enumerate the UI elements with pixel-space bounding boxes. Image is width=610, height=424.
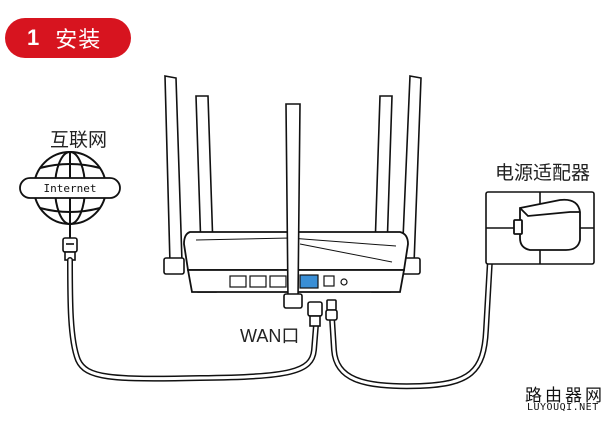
power-plug-connector: [325, 299, 338, 321]
section-badge: 1 安装: [5, 18, 131, 58]
router-ports: [229, 274, 348, 289]
globe-text: Internet: [44, 182, 97, 195]
lan-port-1: [229, 275, 247, 288]
internet-label: 互联网: [50, 129, 108, 151]
power-adapter-label: 电源适配器: [495, 162, 591, 184]
section-number: 1: [27, 25, 40, 50]
internet-cable-connector: [62, 224, 78, 261]
section-title: 安装: [55, 28, 102, 53]
power-port: [323, 275, 335, 287]
watermark-english: LUYOUQI.NET: [527, 402, 599, 413]
wan-port-label: WAN口: [240, 326, 300, 346]
lan-port-3: [269, 275, 287, 288]
watermark-chinese: 路由器网: [525, 386, 605, 406]
wan-port: [299, 274, 319, 289]
internet-pill: [19, 177, 121, 199]
wan-plug-connector: [307, 301, 323, 327]
center-antenna: [283, 103, 303, 309]
power-adapter-icon: [513, 198, 581, 251]
reset-button: [340, 278, 348, 286]
lan-port-2: [249, 275, 267, 288]
